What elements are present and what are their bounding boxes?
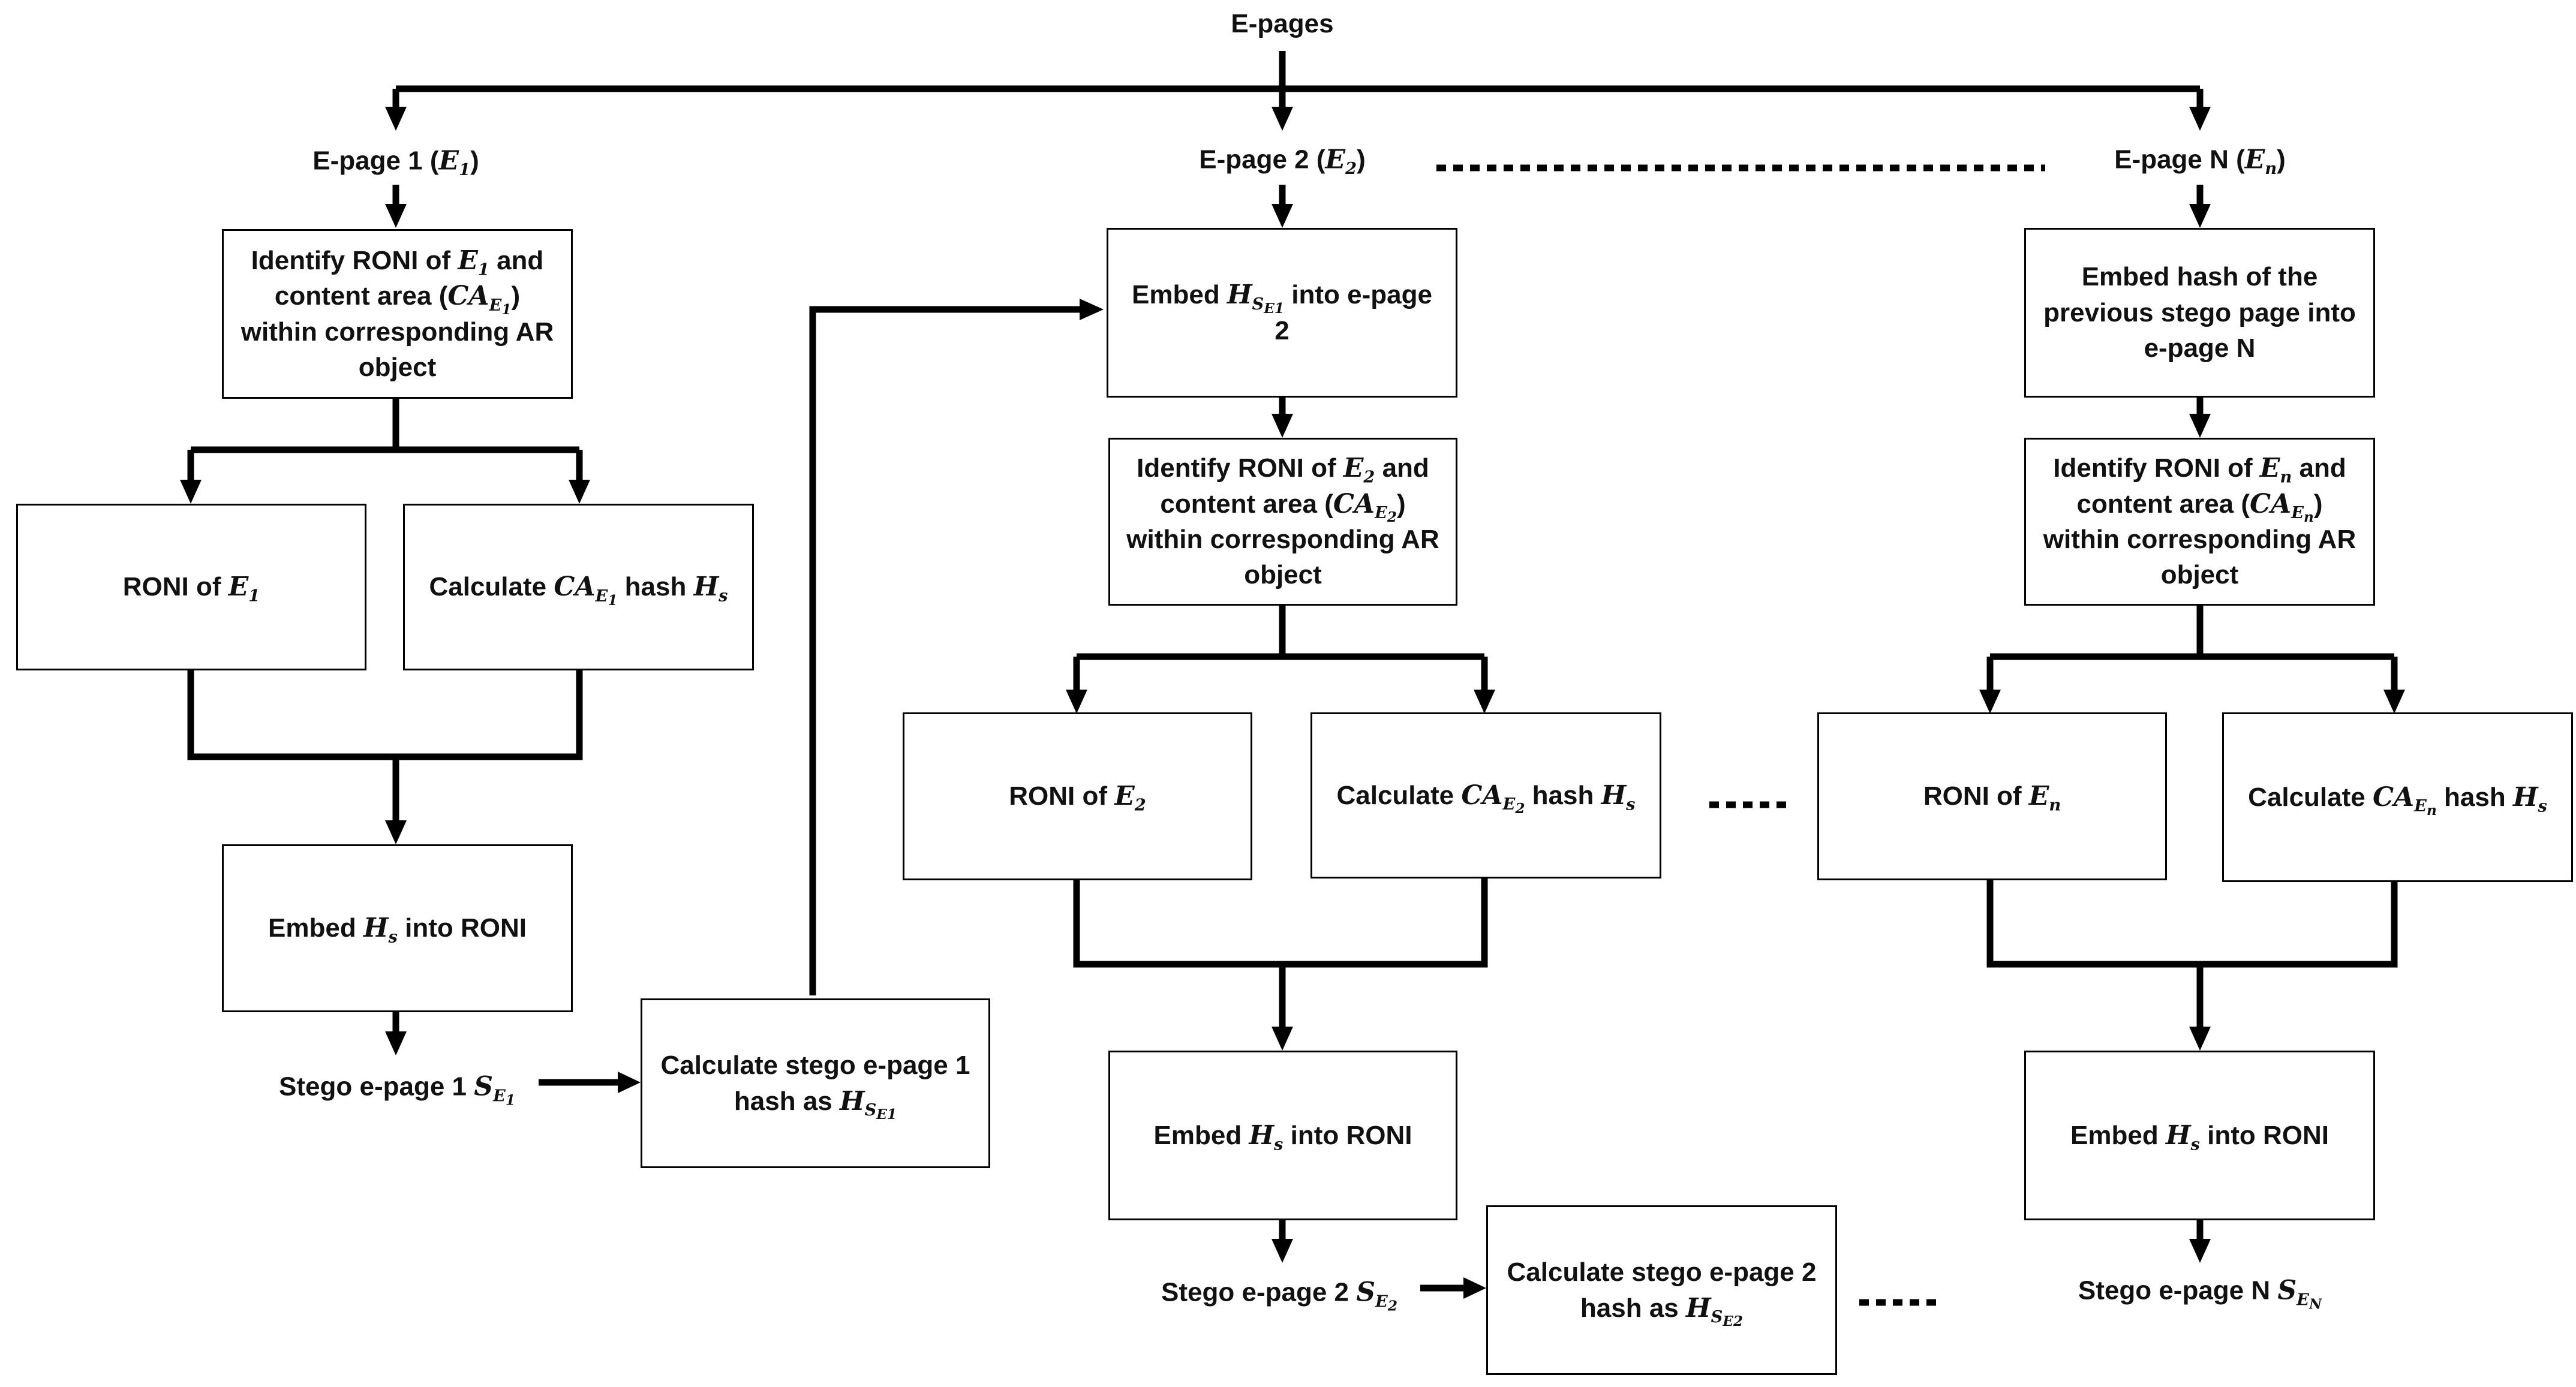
identify-roni-box-2: Identify RONI of E2 and content area (CA… xyxy=(1108,438,1457,606)
split-colN xyxy=(1986,606,2398,696)
calculate-hash-box-1: Calculate CAE1 hash Hs xyxy=(403,504,754,670)
arrowhead xyxy=(1474,690,1495,714)
calculate-hash-box-n: Calculate CAEn hash Hs xyxy=(2222,712,2573,882)
arrowhead xyxy=(1066,690,1087,714)
split-col1 xyxy=(187,399,583,485)
embed-hs-box-1: Embed Hs into RONI xyxy=(222,844,573,1012)
stego-epage1-label: Stego e-page 1 SE1 xyxy=(279,1071,515,1108)
arrowhead xyxy=(1272,204,1293,228)
embed-previous-hash-box-n: Embed hash of the previous stego page in… xyxy=(2024,228,2375,398)
epage1-label: E-page 1 (E1) xyxy=(312,145,479,180)
arrowhead xyxy=(2383,690,2405,714)
identify-roni-box-n: Identify RONI of En and content area (CA… xyxy=(2024,438,2375,606)
arrowhead xyxy=(385,204,407,228)
arrowhead xyxy=(1272,1027,1293,1051)
arrowhead xyxy=(1080,299,1104,320)
arrowhead xyxy=(569,480,590,504)
roni-box-n: RONI of En xyxy=(1817,712,2167,880)
arrow-heads xyxy=(180,107,2405,1299)
calculate-hash-box-2: Calculate CAE2 hash Hs xyxy=(1310,712,1661,878)
arrowhead xyxy=(180,480,202,504)
arrowhead xyxy=(2189,414,2211,438)
stego-epageN-label: Stego e-page N SEN xyxy=(2078,1275,2322,1312)
arrowhead xyxy=(618,1072,641,1093)
merge-col2 xyxy=(1073,878,1488,1034)
arrowhead xyxy=(2189,1239,2211,1263)
roni-box-1: RONI of E1 xyxy=(16,504,366,670)
epage2-label: E-page 2 (E2) xyxy=(1199,144,1366,179)
merge-colN xyxy=(1986,880,2398,1034)
arrowhead xyxy=(1272,414,1293,438)
calculate-stego-hash-box-1: Calculate stego e-page 1 hash as HSE1 xyxy=(641,998,990,1168)
embed-hs-box-n: Embed Hs into RONI xyxy=(2024,1051,2375,1220)
embed-hash-box-2: Embed HSE1 into e-page 2 xyxy=(1107,228,1457,398)
arrowhead xyxy=(2189,107,2211,131)
epageN-label: E-page N (En) xyxy=(2114,144,2286,179)
split-col2 xyxy=(1073,606,1488,694)
arrowhead xyxy=(2189,1027,2211,1051)
arrowhead xyxy=(385,1031,407,1055)
arrowhead xyxy=(2189,204,2211,228)
roni-box-2: RONI of E2 xyxy=(903,712,1252,880)
stego-epage2-label: Stego e-page 2 SE2 xyxy=(1161,1277,1397,1314)
arrowhead xyxy=(1979,690,2001,714)
epages-title: E-pages xyxy=(1231,9,1334,38)
merge-col1 xyxy=(187,670,583,828)
calculate-stego-hash-box-2: Calculate stego e-page 2 hash as HSE2 xyxy=(1486,1205,1837,1375)
embed-hs-box-2: Embed Hs into RONI xyxy=(1108,1051,1457,1220)
link-hash1-embed2 xyxy=(809,306,1086,995)
arrowhead xyxy=(1272,1239,1293,1263)
arrowhead xyxy=(1272,107,1293,131)
arrowhead xyxy=(385,107,407,131)
arrowhead xyxy=(385,820,407,844)
identify-roni-box-1: Identify RONI of E1 and content area (CA… xyxy=(222,229,573,399)
arrowhead xyxy=(1463,1277,1486,1299)
